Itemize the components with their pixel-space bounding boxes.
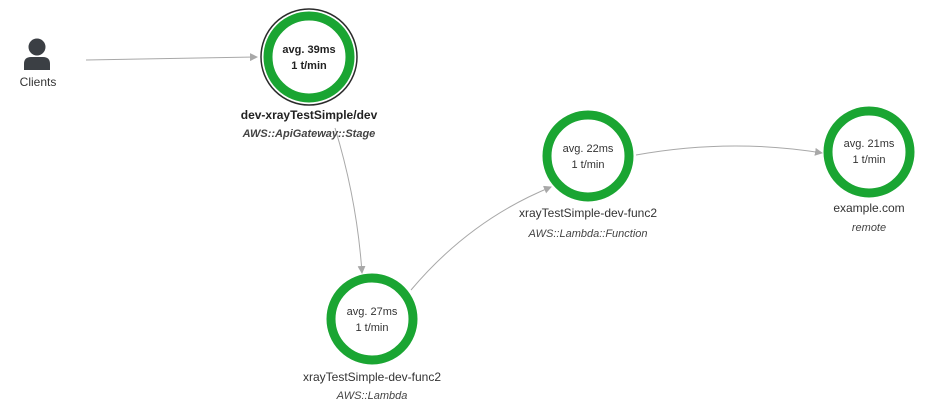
node-name: xrayTestSimple-dev-func2 bbox=[519, 206, 657, 220]
node-type: AWS::Lambda bbox=[336, 390, 408, 402]
node-name: xrayTestSimple-dev-func2 bbox=[303, 370, 441, 384]
node-health-ring bbox=[542, 110, 634, 202]
edge-lambda-function-to-remote[interactable] bbox=[635, 145, 823, 156]
node-avg-latency: avg. 22ms bbox=[563, 143, 614, 155]
user-icon bbox=[24, 38, 50, 70]
node-type: AWS::ApiGateway::Stage bbox=[242, 128, 376, 140]
clients-node[interactable]: Clients bbox=[20, 38, 57, 90]
node-trace-rate: 1 t/min bbox=[852, 154, 885, 166]
node-health-ring bbox=[326, 273, 418, 365]
node-remote[interactable]: avg. 21ms 1 t/min example.com remote bbox=[823, 106, 915, 234]
node-health-ring bbox=[823, 106, 915, 198]
node-name: example.com bbox=[833, 201, 904, 215]
node-trace-rate: 1 t/min bbox=[571, 159, 604, 171]
clients-label: Clients bbox=[20, 75, 57, 89]
edge-lambda-to-lambda-function[interactable] bbox=[410, 185, 552, 291]
node-trace-rate: 1 t/min bbox=[355, 322, 388, 334]
node-type: AWS::Lambda::Function bbox=[527, 228, 647, 240]
edge-api-gateway-to-lambda[interactable] bbox=[334, 127, 366, 274]
node-name: dev-xrayTestSimple/dev bbox=[241, 108, 378, 122]
node-trace-rate: 1 t/min bbox=[291, 60, 327, 72]
node-lambda-function[interactable]: avg. 22ms 1 t/min xrayTestSimple-dev-fun… bbox=[519, 110, 657, 240]
edges bbox=[85, 53, 823, 291]
node-selection-outline bbox=[260, 8, 358, 106]
node-health-ring bbox=[263, 11, 355, 103]
node-api-gateway[interactable]: avg. 39ms 1 t/min dev-xrayTestSimple/dev… bbox=[241, 8, 378, 140]
node-lambda[interactable]: avg. 27ms 1 t/min xrayTestSimple-dev-fun… bbox=[303, 273, 441, 402]
node-avg-latency: avg. 39ms bbox=[282, 44, 335, 56]
edge-clients-to-api-gateway[interactable] bbox=[85, 53, 258, 62]
node-avg-latency: avg. 27ms bbox=[347, 306, 398, 318]
node-type: remote bbox=[852, 222, 886, 234]
node-avg-latency: avg. 21ms bbox=[844, 138, 895, 150]
